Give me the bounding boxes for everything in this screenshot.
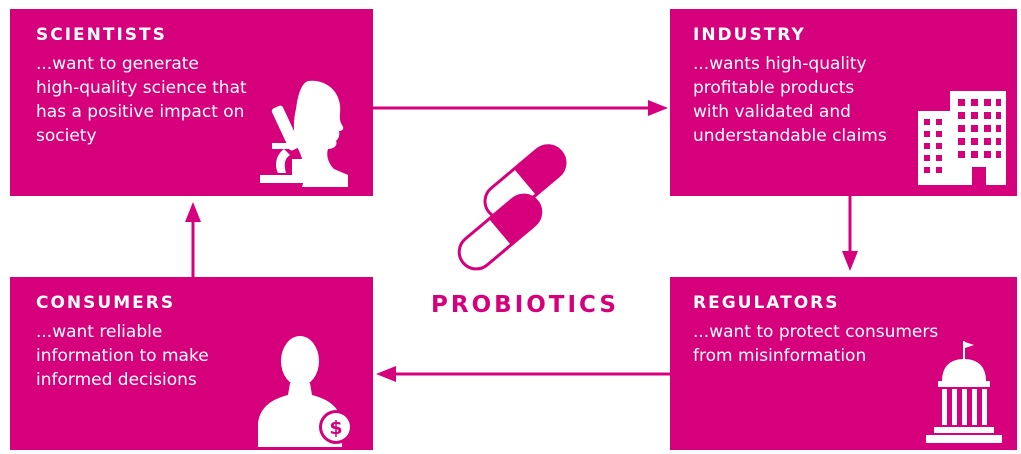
arrow-regulators-to-consumers — [376, 366, 670, 382]
arrow-scientists-to-industry — [373, 100, 668, 116]
box-regulators: REGULATORS ...want to protect consumers … — [670, 277, 1017, 450]
description-line: understandable claims — [693, 126, 887, 146]
description-line: ...want reliable — [36, 322, 163, 342]
description-line: from misinformation — [693, 346, 867, 366]
description-line: ...want to protect consumers — [693, 322, 939, 342]
box-title: SCIENTISTS — [36, 25, 167, 45]
arrow-industry-to-regulators — [842, 196, 858, 271]
description-line: with validated and — [693, 102, 851, 122]
description-line: informed decisions — [36, 370, 197, 390]
description-line: high-quality science that — [36, 78, 247, 98]
description-line: ...wants high-quality — [693, 54, 867, 74]
box-title: INDUSTRY — [693, 25, 806, 45]
arrow-consumers-to-scientists — [185, 202, 201, 277]
scientist-microscope-icon — [260, 80, 348, 187]
office-building-icon — [918, 91, 1006, 185]
description-line: profitable products — [693, 78, 855, 98]
box-scientists: SCIENTISTS ...want to generate high-qual… — [10, 9, 373, 196]
description-line: society — [36, 126, 97, 146]
capsules-icon — [457, 144, 567, 271]
box-title: REGULATORS — [693, 293, 840, 313]
description-line: information to make — [36, 346, 209, 366]
box-title: CONSUMERS — [36, 293, 176, 313]
box-description: ...want to generate high-quality science… — [36, 52, 247, 148]
description-line: has a positive impact on — [36, 102, 245, 122]
box-description: ...want reliable information to make inf… — [36, 320, 209, 392]
box-description: ...wants high-quality profitable product… — [693, 52, 887, 148]
center-label-probiotics: PROBIOTICS — [431, 292, 619, 318]
description-line: ...want to generate — [36, 54, 199, 74]
box-consumers: CONSUMERS ...want reliable information t… — [10, 277, 373, 450]
box-description: ...want to protect consumers from misinf… — [693, 320, 938, 368]
consumer-dollar-icon: $ — [258, 336, 353, 447]
svg-text:$: $ — [329, 417, 342, 439]
box-industry: INDUSTRY ...wants high-quality profitabl… — [670, 9, 1017, 196]
government-capitol-icon — [926, 341, 1002, 443]
